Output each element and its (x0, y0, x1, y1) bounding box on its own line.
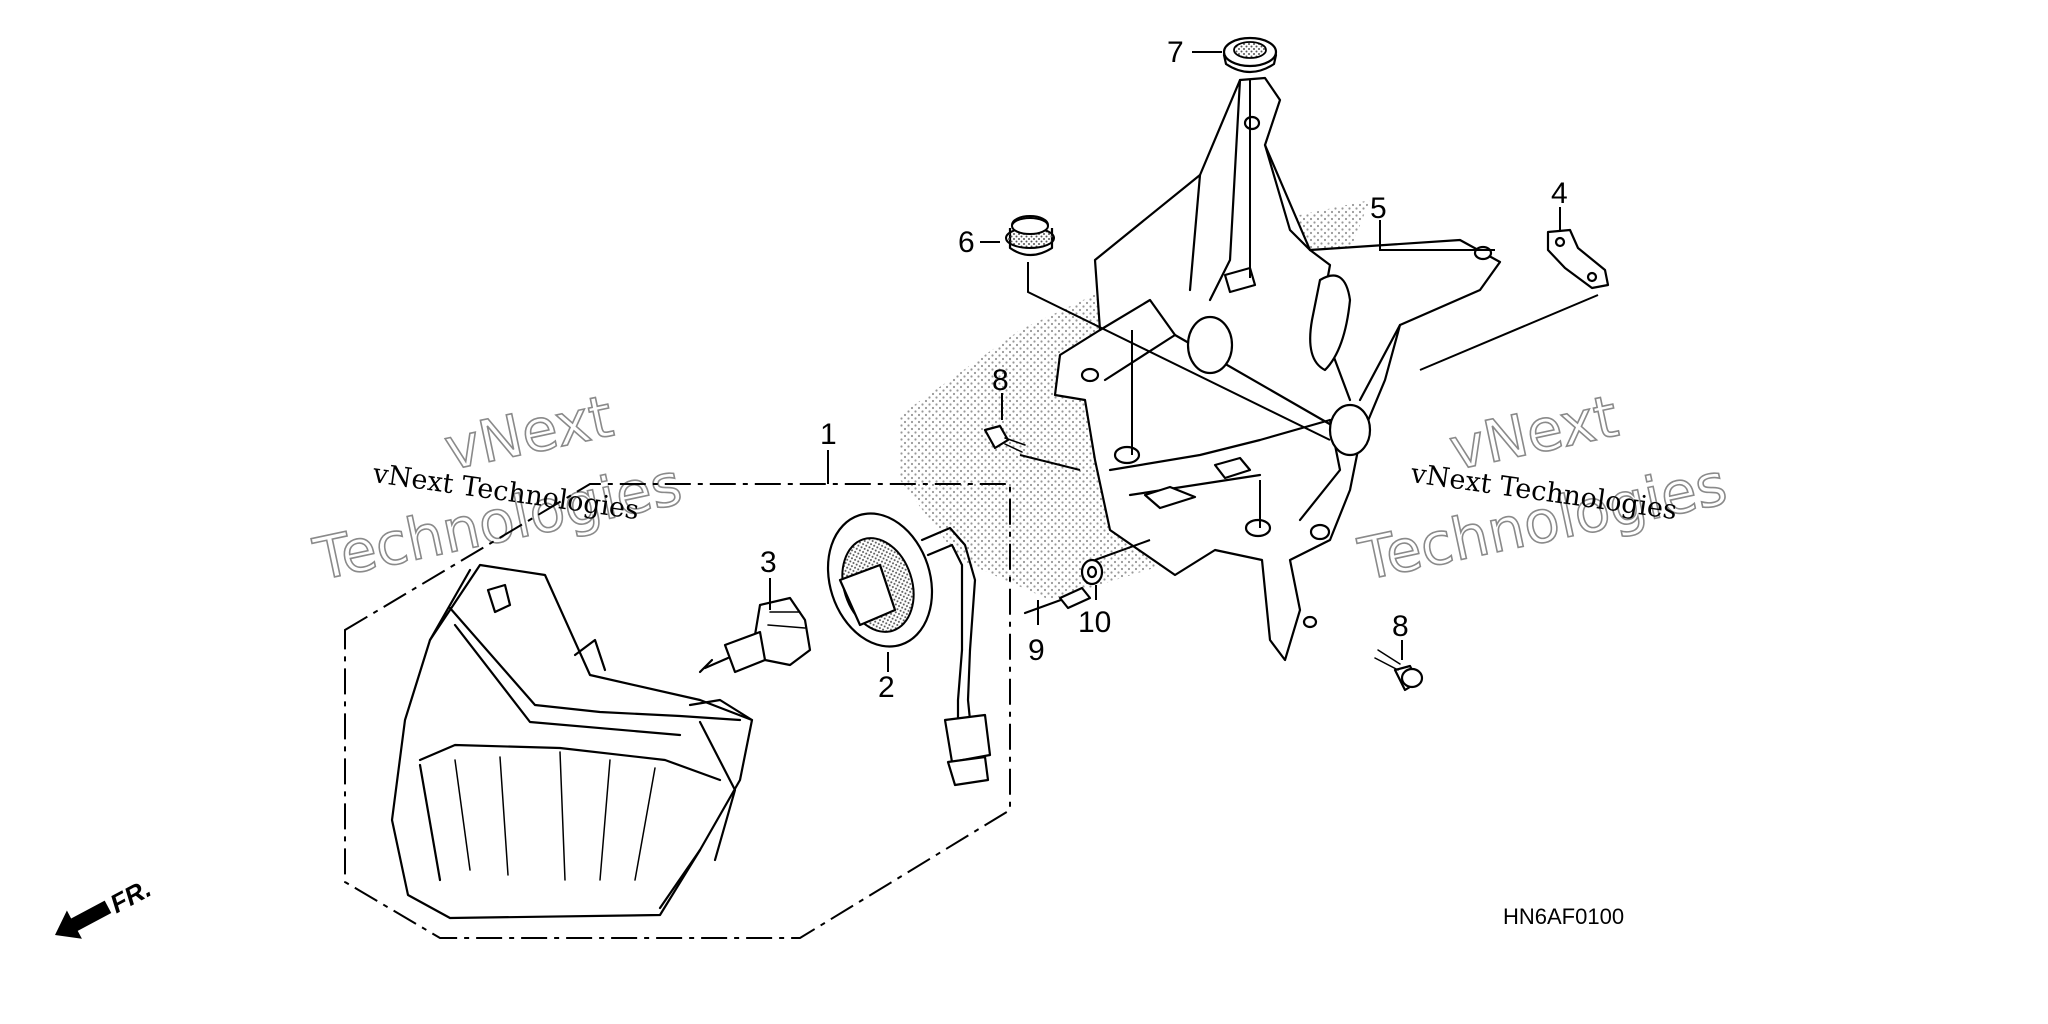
plate-bracket (1546, 228, 1610, 290)
bolt-upper (983, 424, 1026, 453)
callout-5: 5 (1370, 192, 1387, 225)
callout-3: 3 (760, 546, 777, 579)
drawing-code: HN6AF0100 (1503, 904, 1624, 929)
callout-6: 6 (958, 226, 975, 259)
bolt-lower (1374, 649, 1424, 692)
grommet-top (1222, 36, 1278, 74)
callout-1: 1 (820, 418, 837, 451)
adjusting-screw (1023, 586, 1092, 615)
socket (826, 512, 992, 787)
bulb (698, 596, 812, 674)
watermark-left: vNext Technologies vNext Technologies (307, 381, 688, 595)
svg-text:Technologies: Technologies (1353, 450, 1733, 594)
callout-8-lower: 8 (1392, 610, 1409, 643)
front-direction-label: FR. (105, 873, 156, 919)
washer (1080, 558, 1104, 586)
callout-4: 4 (1551, 177, 1568, 210)
callout-7: 7 (1167, 36, 1184, 69)
callout-9: 9 (1028, 634, 1045, 667)
headlight-assembly-boundary (344, 483, 1011, 939)
front-direction-arrow: FR. (55, 873, 156, 939)
headlight-bracket (1053, 76, 1502, 662)
watermark-right: vNext Technologies vNext Technologies (1352, 381, 1733, 595)
headlight-lens (390, 563, 754, 920)
rubber-mount (1005, 215, 1055, 257)
callout-2: 2 (878, 671, 895, 704)
leader-lines (769, 51, 1599, 672)
callout-10: 10 (1078, 606, 1111, 639)
callout-8-upper: 8 (992, 364, 1009, 397)
callout-labels: 1 2 3 4 5 6 7 8 8 9 10 (760, 36, 1568, 704)
